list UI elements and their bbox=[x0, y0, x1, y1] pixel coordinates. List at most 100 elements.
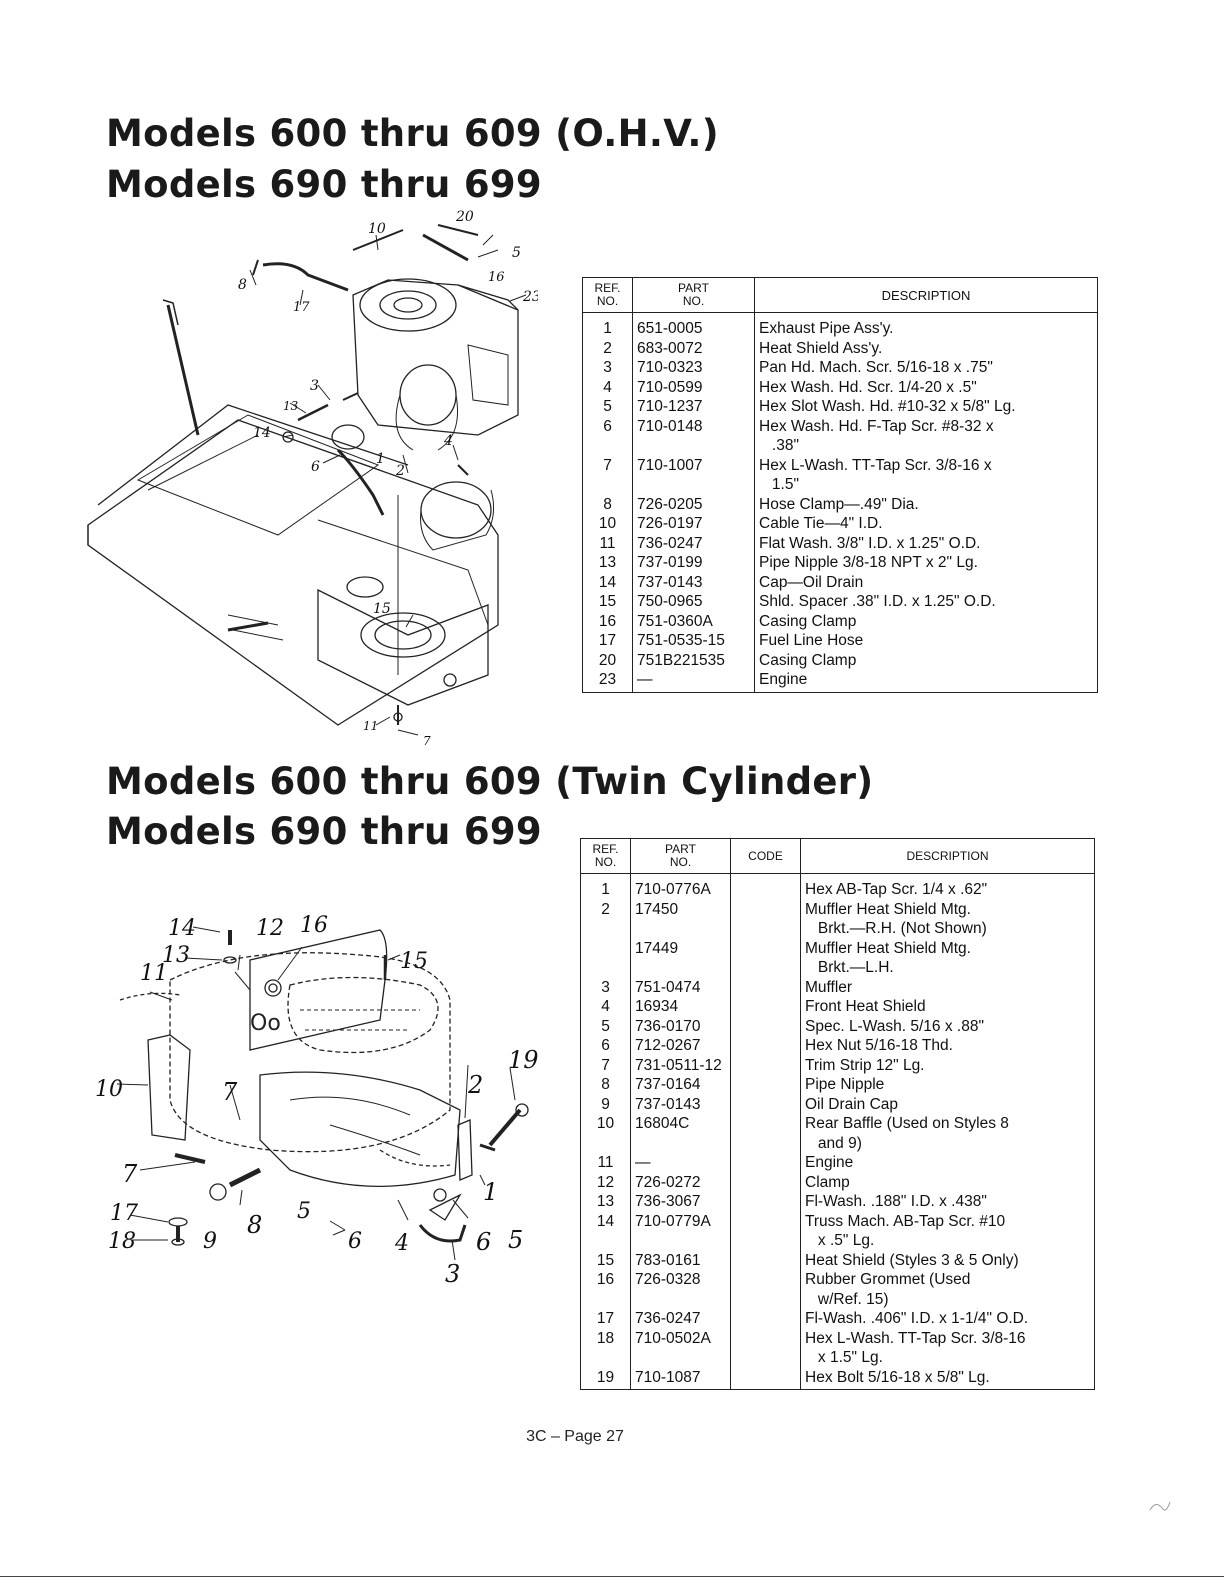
callout-7-lower: 7 bbox=[122, 1160, 138, 1188]
cell-ref: 14 bbox=[580, 1211, 631, 1251]
cell-part: 736-0170 bbox=[630, 1016, 731, 1036]
cell-desc: Rubber Grommet (Used w/Ref. 15) bbox=[800, 1270, 1095, 1309]
section1-title-line1: Models 600 thru 609 (O.H.V.) bbox=[106, 112, 719, 155]
cell-ref: 17 bbox=[580, 1309, 631, 1329]
callout-13: 13 bbox=[162, 943, 190, 968]
cell-ref: 23 bbox=[582, 670, 633, 693]
callout-17: 17 bbox=[110, 1201, 138, 1226]
header-part-no: PART NO. bbox=[630, 838, 731, 874]
cell-desc: Casing Clamp bbox=[754, 611, 1098, 631]
cell-desc: Engine bbox=[800, 1153, 1095, 1173]
cell-desc: Exhaust Pipe Ass'y. bbox=[754, 312, 1098, 339]
callout-16: 16 bbox=[300, 913, 328, 938]
cell-part: 710-0776A bbox=[630, 873, 731, 900]
cell-code bbox=[730, 938, 801, 978]
cell-code bbox=[730, 1036, 801, 1056]
cell-ref: 15 bbox=[582, 592, 633, 612]
cell-part: — bbox=[632, 670, 755, 693]
cell-ref: 5 bbox=[580, 1016, 631, 1036]
table-row: 23—Engine bbox=[582, 670, 1098, 693]
cell-code bbox=[730, 1055, 801, 1075]
cell-part: 726-0197 bbox=[632, 514, 755, 534]
cell-desc: Hex Wash. Hd. Scr. 1/4-20 x .5" bbox=[754, 377, 1098, 397]
cell-desc: Hex Wash. Hd. F-Tap Scr. #8-32 x .38" bbox=[754, 416, 1098, 456]
cell-desc: Front Heat Shield bbox=[800, 997, 1095, 1017]
callout-2: 2 bbox=[395, 463, 405, 479]
cell-part: 710-1237 bbox=[632, 397, 755, 417]
section2-title-line2: Models 690 thru 699 bbox=[106, 810, 542, 853]
callout-15: 15 bbox=[400, 949, 428, 974]
cell-desc: Fl-Wash. .188" I.D. x .438" bbox=[800, 1192, 1095, 1212]
callout-16: 16 bbox=[488, 270, 505, 285]
cell-part: 710-0148 bbox=[632, 416, 755, 456]
cell-desc: Pipe Nipple 3/8-18 NPT x 2" Lg. bbox=[754, 553, 1098, 573]
cell-part: 710-0323 bbox=[632, 358, 755, 378]
callout-5-left: 5 bbox=[297, 1199, 311, 1224]
cell-desc: Casing Clamp bbox=[754, 650, 1098, 670]
twin-cylinder-exploded-diagram: Oo 14 12 bbox=[90, 900, 550, 1290]
cell-desc: Flat Wash. 3/8" I.D. x 1.25" O.D. bbox=[754, 533, 1098, 553]
cell-desc: Spec. L-Wash. 5/16 x .88" bbox=[800, 1016, 1095, 1036]
ohv-engine-exploded-diagram: 10 20 5 8 16 17 23 3 13 14 4 6 2 1 15 11… bbox=[78, 205, 538, 755]
cell-ref: 7 bbox=[582, 455, 633, 495]
cell-part: 737-0143 bbox=[630, 1094, 731, 1114]
cell-part: 712-0267 bbox=[630, 1036, 731, 1056]
cell-code bbox=[730, 1075, 801, 1095]
cell-ref: 2 bbox=[582, 338, 633, 358]
section1-title-line2: Models 690 thru 699 bbox=[106, 163, 542, 206]
table-row: 11—Engine bbox=[580, 1153, 1095, 1173]
cell-code bbox=[730, 1309, 801, 1329]
cell-desc: Hex AB-Tap Scr. 1/4 x .62" bbox=[800, 873, 1095, 900]
cell-desc: Fuel Line Hose bbox=[754, 631, 1098, 651]
callout-7-upper: 7 bbox=[222, 1078, 238, 1106]
cell-desc: Muffler bbox=[800, 977, 1095, 997]
cell-ref: 7 bbox=[580, 1055, 631, 1075]
callout-14: 14 bbox=[253, 425, 271, 441]
callout-3: 3 bbox=[445, 1260, 460, 1288]
cell-desc: Pipe Nipple bbox=[800, 1075, 1095, 1095]
header-part-no: PART NO. bbox=[632, 277, 755, 313]
cell-part: 751-0474 bbox=[630, 977, 731, 997]
cell-ref: 2 bbox=[580, 899, 631, 939]
cell-desc: Oil Drain Cap bbox=[800, 1094, 1095, 1114]
cell-part: 710-0502A bbox=[630, 1328, 731, 1368]
header-ref-no: REF. NO. bbox=[582, 277, 633, 313]
cell-part: — bbox=[630, 1153, 731, 1173]
cell-ref: 15 bbox=[580, 1250, 631, 1270]
callout-1: 1 bbox=[376, 451, 385, 467]
callout-11: 11 bbox=[363, 719, 378, 733]
cell-desc: Heat Shield Ass'y. bbox=[754, 338, 1098, 358]
callout-5: 5 bbox=[512, 245, 521, 261]
cell-desc: Hex L-Wash. TT-Tap Scr. 3/8-16 x 1.5" Lg… bbox=[800, 1328, 1095, 1368]
page-number: 3C – Page 27 bbox=[526, 1428, 624, 1445]
cell-code bbox=[730, 1328, 801, 1368]
cell-desc: Clamp bbox=[800, 1172, 1095, 1192]
cell-desc: Rear Baffle (Used on Styles 8 and 9) bbox=[800, 1114, 1095, 1153]
cell-part: 736-3067 bbox=[630, 1192, 731, 1212]
cell-desc: Heat Shield (Styles 3 & 5 Only) bbox=[800, 1250, 1095, 1270]
callout-23: 23 bbox=[522, 289, 538, 305]
cell-part: 737-0164 bbox=[630, 1075, 731, 1095]
engine-decal: Oo bbox=[250, 1011, 281, 1036]
cell-ref: 9 bbox=[580, 1094, 631, 1114]
